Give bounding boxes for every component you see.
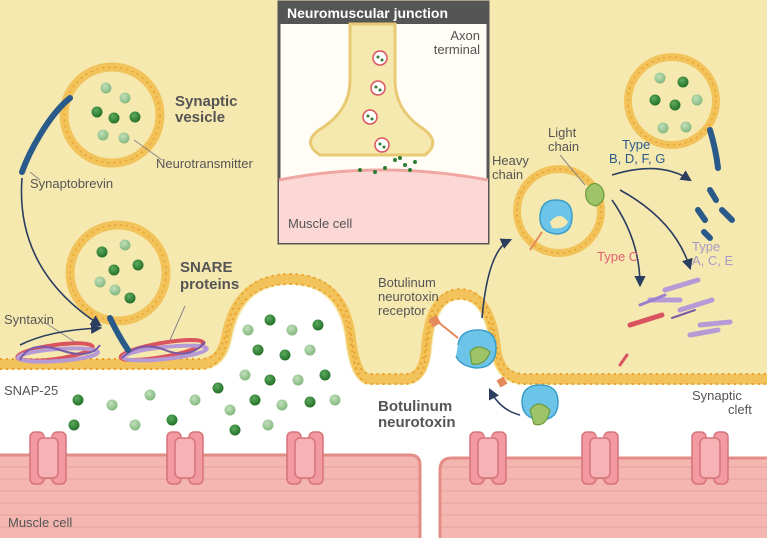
presynaptic-membrane (0, 273, 767, 384)
synaptic-vesicle-top-right (624, 53, 720, 149)
muscle-cell-right (440, 458, 767, 538)
label-neurotransmitter: Neurotransmitter (156, 156, 253, 171)
inset-neuromuscular-junction (277, 0, 490, 245)
membrane-dots-top (0, 272, 767, 375)
arrow-toxin-to-receptor (488, 387, 521, 416)
label-synaptic-cleft-1: Synaptic (692, 388, 742, 403)
arrow-type-bdfg (611, 167, 692, 182)
botulinum-toxin-free (496, 376, 559, 426)
arrow-type-ace (619, 189, 693, 271)
label-synaptic-cleft-2: cleft (728, 402, 752, 417)
endosome-vesicle (513, 165, 605, 257)
snare-complex-right (107, 315, 209, 363)
label-heavy-chain-2: chain (492, 167, 523, 182)
inset-axon-label-2: terminal (434, 42, 480, 57)
label-snap25: SNAP-25 (4, 383, 58, 398)
membrane-dots-bottom (0, 282, 767, 385)
label-type-ace-2: A, C, E (692, 253, 734, 268)
label-synaptic-vesicle-2: vesicle (175, 109, 225, 126)
snare-complex-left (15, 341, 101, 364)
label-toxin-1: Botulinum (378, 398, 452, 415)
label-type-bdfg-1: Type (622, 137, 650, 152)
arrow-type-c (611, 199, 646, 288)
cleaved-snare-fragments (618, 277, 733, 367)
label-heavy-chain-1: Heavy (492, 153, 529, 168)
label-type-bdfg-2: B, D, F, G (609, 151, 665, 166)
synaptobrevin-free (19, 95, 73, 175)
label-receptor-2: neurotoxin (378, 289, 439, 304)
label-receptor-1: Botulinum (378, 275, 436, 290)
label-toxin-2: neurotoxin (378, 414, 456, 431)
arrow-endocytosis (481, 238, 513, 319)
arrow-syntaxin (19, 322, 103, 346)
label-muscle-cell: Muscle cell (8, 515, 72, 530)
arrow-synaptobrevin (20, 177, 102, 327)
label-synaptic-vesicle-1: Synaptic (175, 93, 238, 110)
label-snare-1: SNARE (180, 259, 233, 276)
inset-title: Neuromuscular junction (287, 5, 448, 21)
label-type-ace-1: Type (692, 239, 720, 254)
label-receptor-3: receptor (378, 303, 426, 318)
label-syntaxin: Syntaxin (4, 312, 54, 327)
label-synaptobrevin: Synaptobrevin (30, 176, 113, 191)
label-type-c: Type C (597, 249, 638, 264)
label-light-chain-1: Light (548, 125, 577, 140)
synaptobrevin-top-right (707, 127, 721, 171)
label-light-chain-2: chain (548, 139, 579, 154)
inset-muscle-label: Muscle cell (288, 216, 352, 231)
released-neurotransmitters (68, 314, 341, 436)
botulinum-toxin-bound (428, 315, 497, 369)
synaptic-vesicle-free (59, 62, 165, 168)
cleaved-synaptobrevin (695, 187, 735, 241)
inset-axon-label-1: Axon (450, 28, 480, 43)
synaptic-vesicle-docking (65, 220, 171, 326)
label-snare-2: proteins (180, 276, 239, 293)
acetylcholine-receptors (29, 431, 729, 485)
